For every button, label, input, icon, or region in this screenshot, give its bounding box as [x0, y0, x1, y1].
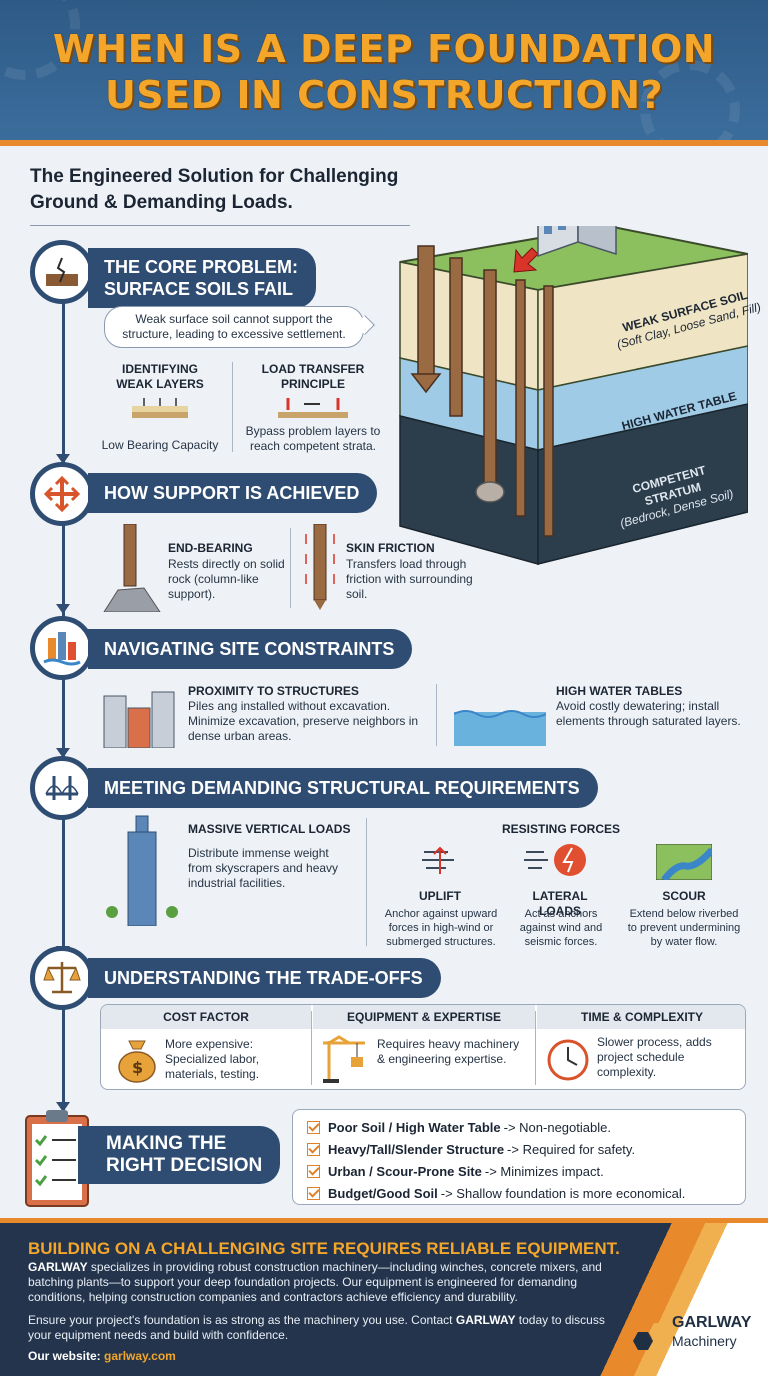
section-title-site: NAVIGATING SITE CONSTRAINTS [88, 629, 413, 669]
svg-text:$: $ [132, 1058, 143, 1077]
logo-subtext: Machinery [672, 1333, 737, 1349]
section-title-support: HOW SUPPORT IS ACHIEVED [88, 473, 378, 513]
money-bag-icon: $ [115, 1037, 159, 1083]
garlway-logo-icon [628, 1312, 668, 1352]
high-water-text: Avoid costly dewatering; install element… [556, 699, 741, 728]
page-title: WHEN IS A DEEP FOUNDATION USED IN CONSTR… [52, 27, 716, 117]
checkbox-icon [307, 1187, 320, 1200]
core-problem-bubble: Weak surface soil cannot support the str… [104, 306, 364, 348]
footer-paragraph: GARLWAY specializes in providing robust … [28, 1260, 602, 1304]
decision-row: Poor Soil / High Water Table-> Non-negot… [307, 1120, 611, 1135]
cost-title: COST FACTOR [101, 1005, 311, 1029]
end-bearing-text: Rests directly on solid rock (column-lik… [168, 557, 285, 601]
divider [290, 528, 291, 608]
lateral-loads-title: LATERAL LOADS [532, 889, 588, 918]
cracked-ground-icon [30, 240, 94, 304]
uplift-title: UPLIFT [419, 889, 461, 903]
timeline-arrow [56, 454, 70, 464]
timeline-arrow [56, 1102, 70, 1112]
scales-icon [30, 946, 94, 1010]
lateral-loads-icon [524, 842, 588, 878]
footer-headline: BUILDING ON A CHALLENGING SITE REQUIRES … [28, 1239, 620, 1258]
divider [535, 1011, 536, 1085]
high-water-title: HIGH WATER TABLES [556, 684, 683, 698]
lateral-loads-text: Act as anchors against wind and seismic … [519, 908, 603, 948]
checkbox-icon [307, 1165, 320, 1178]
section-title-tradeoffs: UNDERSTANDING THE TRADE-OFFS [88, 958, 441, 998]
identifying-weak-layers-text: Low Bearing Capacity [101, 438, 219, 452]
skyscraper-icon [104, 812, 180, 927]
divider [232, 362, 233, 452]
logo-text: GARLWAY [672, 1314, 752, 1331]
four-way-arrows-icon [30, 462, 94, 526]
subtitle-divider [30, 225, 410, 226]
footer-paragraph: Ensure your project's foundation is as s… [28, 1313, 605, 1342]
footer-website: Our website: garlway.com [28, 1349, 176, 1363]
time-text: Slower process, adds project schedule co… [597, 1035, 712, 1079]
decision-row: Urban / Scour-Prone Site-> Minimizes imp… [307, 1164, 604, 1179]
water-waves-icon [453, 706, 547, 746]
wind-icon [420, 844, 460, 876]
decision-row: Heavy/Tall/Slender Structure-> Required … [307, 1142, 635, 1157]
section-title-structural: MEETING DEMANDING STRUCTURAL REQUIREMENT… [88, 768, 598, 808]
crane-icon [319, 1035, 369, 1085]
header-banner: WHEN IS A DEEP FOUNDATION USED IN CONSTR… [0, 0, 768, 140]
city-skyline-icon [30, 616, 94, 680]
end-bearing-title: END-BEARING [168, 541, 253, 555]
bridge-icon [30, 756, 94, 820]
skin-friction-title: SKIN FRICTION [346, 541, 435, 555]
clock-icon [545, 1037, 591, 1083]
website-link[interactable]: garlway.com [104, 1349, 176, 1363]
equipment-title: EQUIPMENT & EXPERTISE [313, 1005, 535, 1029]
divider [311, 1011, 312, 1085]
divider [436, 684, 437, 746]
resisting-forces-title: RESISTING FORCES [502, 822, 621, 836]
gear-icon [640, 60, 740, 140]
soil-layers-icon [128, 396, 192, 424]
section-title-core-problem: THE CORE PROBLEM: SURFACE SOILS FAIL [88, 248, 317, 308]
foundation-diagram: WEAK SURFACE SOIL (Soft Clay, Loose Sand… [398, 148, 762, 566]
load-transfer-text: Bypass problem layers to reach competent… [245, 424, 381, 453]
skin-friction-text: Transfers load through friction with sur… [346, 557, 473, 601]
skin-friction-icon [300, 523, 340, 612]
scour-text: Extend below riverbed to prevent undermi… [627, 908, 741, 948]
equipment-text: Requires heavy machinery & engineering e… [377, 1037, 520, 1066]
footer-divider [0, 1218, 768, 1223]
vertical-loads-title: MASSIVE VERTICAL LOADS [188, 822, 351, 836]
proximity-title: PROXIMITY TO STRUCTURES [188, 684, 359, 698]
footer-stripe [560, 1223, 768, 1376]
end-bearing-icon [100, 523, 162, 613]
decision-row: Budget/Good Soil-> Shallow foundation is… [307, 1186, 685, 1201]
buildings-icon [102, 686, 178, 749]
checkbox-icon [307, 1143, 320, 1156]
timeline-arrow [56, 604, 70, 614]
proximity-text: Piles ang installed without excavation. … [188, 699, 419, 743]
scour-title: SCOUR [662, 889, 706, 903]
decision-box: Poor Soil / High Water Table-> Non-negot… [292, 1109, 746, 1205]
load-transfer-icon [278, 396, 348, 420]
timeline-arrow [56, 748, 70, 758]
time-title: TIME & COMPLEXITY [537, 1005, 745, 1029]
clipboard-checklist-icon [22, 1108, 92, 1208]
section-title-decision: MAKING THE RIGHT DECISION [78, 1126, 281, 1184]
page-subtitle: The Engineered Solution for Challenging … [30, 166, 399, 213]
cost-text: More expensive: Specialized labor, mater… [165, 1037, 260, 1081]
header-divider [0, 140, 768, 146]
river-icon [655, 843, 715, 883]
identifying-weak-layers-title: IDENTIFYING WEAK LAYERS [116, 362, 204, 391]
gear-icon [0, 0, 80, 80]
load-transfer-title: LOAD TRANSFER PRINCIPLE [261, 362, 365, 391]
tradeoffs-box: COST FACTOR EQUIPMENT & EXPERTISE TIME &… [100, 1004, 746, 1090]
checkbox-icon [307, 1121, 320, 1134]
vertical-loads-text: Distribute immense weight from skyscrape… [188, 846, 339, 890]
divider [366, 818, 367, 946]
uplift-text: Anchor against upward forces in high-win… [384, 908, 498, 948]
timeline-line [62, 290, 65, 1110]
